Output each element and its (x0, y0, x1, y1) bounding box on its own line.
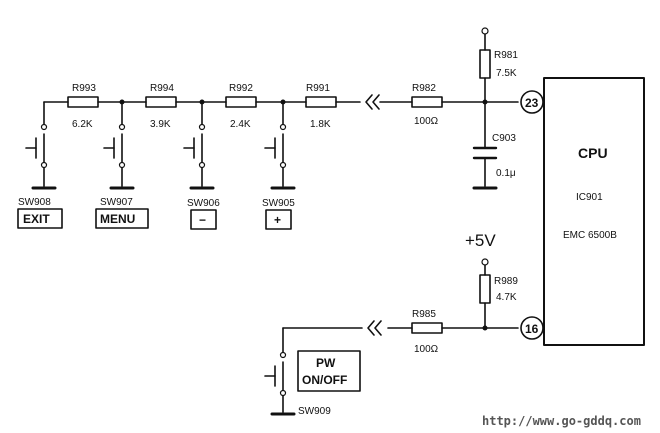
cpu-part-number: EMC 6500B (563, 230, 617, 241)
r993-value: 6.2K (72, 119, 93, 130)
switch-sw905 (264, 101, 296, 190)
r982-ref: R982 (412, 83, 436, 94)
sw908-ref: SW908 (18, 197, 51, 208)
key-box-plus (265, 209, 292, 230)
sw908-label: EXIT (23, 212, 50, 226)
r994-value: 3.9K (150, 119, 171, 130)
r992-value: 2.4K (230, 119, 251, 130)
resistor-r994 (145, 96, 177, 108)
r993-ref: R993 (72, 83, 96, 94)
pw-label-line2: ON/OFF (302, 373, 347, 387)
key-box-exit (17, 208, 63, 229)
pin-16-label: 16 (525, 322, 539, 336)
resistor-r991 (305, 96, 337, 108)
resistor-r985 (411, 322, 443, 334)
r985-value: 100Ω (414, 344, 439, 355)
sw906-ref: SW906 (187, 198, 220, 209)
r992-ref: R992 (229, 83, 253, 94)
switch-sw907 (103, 101, 135, 190)
sw907-ref: SW907 (100, 197, 133, 208)
pin-16-bubble (520, 316, 544, 340)
c903-ref: C903 (492, 133, 516, 144)
r985-ref: R985 (412, 309, 436, 320)
resistor-r993 (67, 96, 99, 108)
r989-value: 4.7K (496, 292, 517, 303)
cpu-box (543, 77, 645, 346)
switch-sw908 (25, 123, 57, 190)
key-box-pw-onoff (297, 350, 361, 392)
watermark-url: http://www.go-gddq.com (482, 414, 641, 428)
connector-chevron-icon (365, 94, 380, 110)
cpu-ic-ref: IC901 (576, 192, 603, 203)
r982-value: 100Ω (414, 116, 439, 127)
switch-sw906 (183, 101, 215, 190)
key-box-minus (190, 209, 217, 230)
sw906-label: − (199, 213, 206, 227)
key-box-menu (95, 208, 149, 229)
sw909-ref: SW909 (298, 406, 331, 417)
sw907-label: MENU (100, 212, 135, 226)
resistor-r982 (411, 96, 443, 108)
c903-value: 0.1μ (496, 168, 516, 179)
sw905-ref: SW905 (262, 198, 295, 209)
r981-ref: R981 (494, 50, 518, 61)
resistor-r981 (479, 49, 491, 79)
r991-value: 1.8K (310, 119, 331, 130)
capacitor-c903 (472, 146, 498, 160)
r989-ref: R989 (494, 276, 518, 287)
upper-ladder-wires (43, 101, 519, 125)
resistor-r989 (479, 274, 491, 304)
r981-value: 7.5K (496, 68, 517, 79)
sw905-label: + (274, 213, 281, 227)
r991-ref: R991 (306, 83, 330, 94)
cpu-title: CPU (578, 145, 608, 161)
resistor-r992 (225, 96, 257, 108)
switch-sw909 (264, 351, 296, 416)
supply-voltage: +5V (465, 231, 496, 250)
r994-ref: R994 (150, 83, 174, 94)
pin-23-label: 23 (525, 96, 539, 110)
lower-network-wires (282, 258, 519, 353)
upper-rail-wires (472, 27, 498, 190)
connector-chevron-icon (367, 320, 382, 336)
pw-label-line1: PW (316, 356, 336, 370)
